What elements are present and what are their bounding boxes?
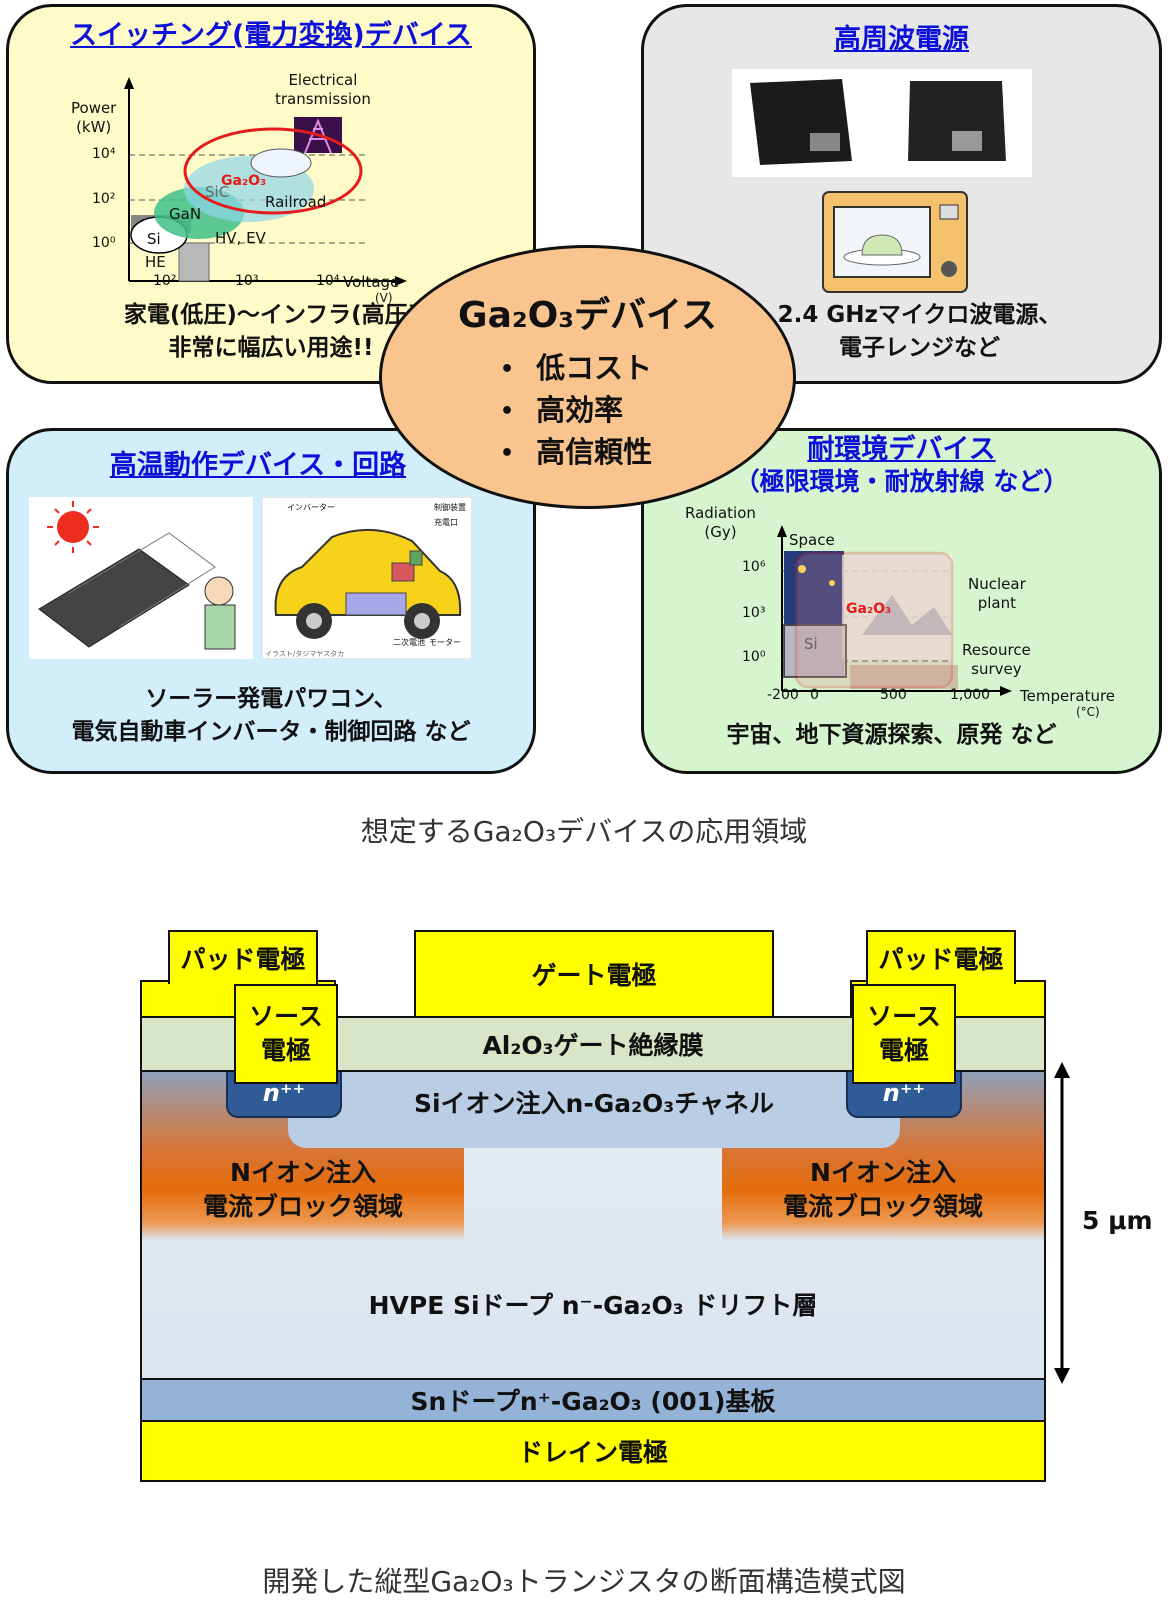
chart-xtick: 10³ <box>235 273 259 289</box>
bottom-figure-caption: 開発した縦型Ga₂O₃トランジスタの断面構造模式図 <box>262 1565 906 1598</box>
env-chart-ylabel: Radiation <box>685 504 756 522</box>
electrical-label: Electrical <box>288 71 358 89</box>
car-label-charging-port: 充電口 <box>434 518 458 527</box>
transmission-label: transmission <box>275 90 371 108</box>
source-electrode-right: ソース 電極 <box>852 984 956 1084</box>
solar-panel-illustration <box>29 497 253 659</box>
sic-label: SiC <box>205 183 230 201</box>
chart-xlabel: Voltage <box>343 273 400 291</box>
block-right-label-2: 電流ブロック領域 <box>782 1192 983 1221</box>
benefit-high-reliability: 高信頼性 <box>500 432 652 474</box>
electric-car-illustration <box>262 497 472 659</box>
env-si-label: Si <box>804 635 818 653</box>
pad-electrode-right-label: パッド電極 <box>878 945 1004 974</box>
substrate-label: Snドープn⁺-Ga₂O₃ (001)基板 <box>410 1387 776 1416</box>
pad-electrode-left-label: パッド電極 <box>180 945 306 974</box>
thickness-label: 5 μm <box>1082 1206 1153 1235</box>
gate-electrode: ゲート電極 <box>414 930 774 1018</box>
top-figure-caption: 想定するGa₂O₃デバイスの応用領域 <box>360 815 808 848</box>
source-left-label-1: ソース <box>249 1002 323 1031</box>
resource-label: Resource <box>962 641 1031 659</box>
ga2o3-benefit-list: 低コスト 高効率 高信頼性 <box>500 348 652 474</box>
high-temp-text-2: 電気自動車インバータ・制御回路 など <box>71 719 471 745</box>
source-right-label-2: 電極 <box>878 1036 929 1065</box>
drain-electrode: ドレイン電極 <box>140 1420 1046 1482</box>
survey-label: survey <box>971 660 1022 678</box>
env-xtick: 1,000 <box>950 687 991 703</box>
pad-electrode-left: パッド電極 <box>168 930 318 984</box>
block-right-label-1: Nイオン注入 <box>810 1158 956 1187</box>
chart-xunit: (V) <box>375 291 393 305</box>
rf-title: 高周波電源 <box>834 24 969 55</box>
rf-text-1: 2.4 GHzマイクロ波電源、 <box>777 302 1062 328</box>
gate-electrode-label: ゲート電極 <box>531 961 657 990</box>
block-left-label-2: 電流ブロック領域 <box>202 1192 403 1221</box>
car-label-controller: 制御装置 <box>434 503 466 512</box>
block-left-label-1: Nイオン注入 <box>230 1158 376 1187</box>
env-chart-yunit: (Gy) <box>704 523 737 541</box>
plant-label: plant <box>977 594 1016 612</box>
gate-insulator-label: Al₂O₃ゲート絶縁膜 <box>482 1031 704 1060</box>
railroad-label: Railroad <box>265 193 327 211</box>
car-label-battery: 二次電池 <box>393 638 425 647</box>
source-electrode-left: ソース 電極 <box>234 984 338 1084</box>
env-xunit: (°C) <box>1076 705 1100 719</box>
environment-text: 宇宙、地下資源探索、原発 など <box>726 722 1057 748</box>
rf-power-panel: 高周波電源 2.4 GHzマイクロ波電源、 電子レンジなど <box>641 4 1162 384</box>
nuclear-label: Nuclear <box>968 575 1026 593</box>
benefit-low-cost: 低コスト <box>500 348 652 390</box>
si-label: Si <box>147 230 161 248</box>
switching-device-panel: スイッチング(電力変換)デバイス Power (kW) 10⁴ 10² 10⁰ … <box>6 4 536 384</box>
env-xtick: -200 <box>767 687 799 703</box>
source-right-label-1: ソース <box>867 1002 941 1031</box>
car-illustration-credit: イラスト/タジマヤスタカ <box>265 650 345 658</box>
harsh-environment-panel: 耐環境デバイス （極限環境・耐放射線 など） Radiation (Gy) 10… <box>641 428 1162 774</box>
chart-xtick: 10⁴ <box>316 273 340 289</box>
rf-text-2: 電子レンジなど <box>839 335 1000 361</box>
rf-power-unit-photo <box>732 69 1032 177</box>
radiation-temperature-chart <box>777 525 1012 696</box>
drift-layer-label: HVPE Siドープ n⁻-Ga₂O₃ ドリフト層 <box>368 1291 818 1320</box>
environment-title: 耐環境デバイス <box>807 434 996 465</box>
chart-ytick: 10⁴ <box>92 146 116 162</box>
ga2o3-device-title: Ga₂O₃デバイス <box>458 295 717 336</box>
channel-label: Siイオン注入n-Ga₂O₃チャネル <box>413 1089 775 1118</box>
switching-text-2: 非常に幅広い用途!! <box>168 335 374 361</box>
space-label: Space <box>789 531 835 549</box>
env-ytick: 10³ <box>742 605 766 621</box>
ga2o3-device-ellipse: Ga₂O₃デバイス 低コスト 高効率 高信頼性 <box>379 245 796 509</box>
chart-ytick: 10² <box>92 191 116 207</box>
drain-electrode-label: ドレイン電極 <box>517 1438 668 1467</box>
car-label-motor: モーター <box>429 638 461 647</box>
env-xtick: 500 <box>880 687 907 703</box>
hv-ev-label: HV, EV <box>215 229 266 247</box>
env-ga2o3-label: Ga₂O₃ <box>846 601 892 617</box>
switching-title: スイッチング(電力変換)デバイス <box>70 20 472 51</box>
thickness-arrow <box>1054 1062 1070 1384</box>
env-xtick: 0 <box>810 687 819 703</box>
high-temp-text-1: ソーラー発電パワコン、 <box>145 686 397 712</box>
microwave-oven-icon <box>822 191 968 293</box>
benefit-high-efficiency: 高効率 <box>500 390 652 432</box>
env-ytick: 10⁰ <box>742 649 766 665</box>
chart-ytick: 10⁰ <box>92 235 116 251</box>
chart-yunit: (kW) <box>76 118 112 136</box>
gan-label: GaN <box>169 205 202 223</box>
high-temp-device-panel: 高温動作デバイス・回路 インバーター 制御装置 充電口 二次電池 モーター イラ… <box>6 428 536 774</box>
high-temp-title: 高温動作デバイス・回路 <box>109 450 407 481</box>
he-label: HE <box>145 253 166 271</box>
car-label-inverter: インバーター <box>287 503 335 512</box>
power-voltage-chart <box>124 77 407 286</box>
env-ytick: 10⁶ <box>742 559 766 575</box>
chart-ylabel: Power <box>71 99 117 117</box>
environment-subtitle: （極限環境・耐放射線 など） <box>734 467 1069 496</box>
source-left-label-2: 電極 <box>260 1036 311 1065</box>
env-xlabel: Temperature <box>1020 687 1116 705</box>
ga2o3-label: Ga₂O₃ <box>221 173 267 189</box>
pad-electrode-right: パッド電極 <box>866 930 1016 984</box>
channel-region: Siイオン注入n-Ga₂O₃チャネル <box>288 1068 900 1148</box>
chart-xtick: 10² <box>153 273 177 289</box>
substrate-layer: Snドープn⁺-Ga₂O₃ (001)基板 <box>140 1378 1046 1422</box>
switching-text-1: 家電(低圧)～インフラ(高圧) <box>123 302 419 328</box>
